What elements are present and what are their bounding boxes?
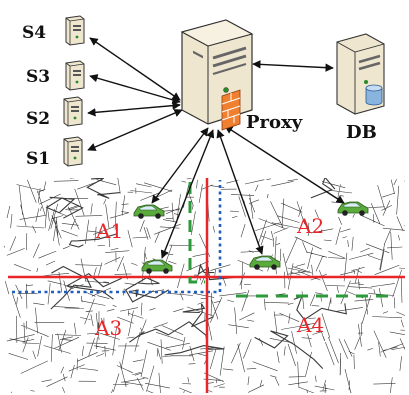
car-icon (141, 259, 173, 274)
area-labels: A1 A2 A3 A4 (94, 214, 324, 340)
area-label-a4: A4 (296, 313, 324, 337)
server-icon (63, 96, 83, 127)
vehicles (133, 201, 369, 274)
car-icon (337, 201, 369, 216)
car-1 (133, 204, 165, 219)
area-label-a2: A2 (296, 214, 324, 238)
server-label-s1: S1 (26, 149, 50, 169)
car-3 (249, 255, 281, 270)
server-icon (63, 136, 83, 167)
server-connections (87, 37, 334, 151)
road-map (4, 178, 405, 393)
firewall-icon (221, 89, 241, 131)
arrow-proxy-db (252, 60, 334, 72)
server-s1 (63, 136, 83, 167)
car-icon (133, 204, 165, 219)
proxy-label: Proxy (246, 112, 303, 133)
blue-dotted-partition-a (12, 180, 222, 294)
server-icon (65, 60, 85, 91)
arrow-proxy-s3 (89, 74, 181, 104)
server-label-s3: S3 (26, 67, 50, 87)
area-label-a3: A3 (94, 316, 122, 340)
car-4 (337, 201, 369, 216)
proxy-server-icon (180, 19, 254, 125)
car-icon (249, 255, 281, 270)
server-group: S4 S3 S2 (22, 15, 85, 169)
arrow-proxy-car4 (224, 125, 345, 204)
proxy-server: Proxy (180, 19, 303, 133)
server-icon (65, 15, 85, 46)
server-label-s2: S2 (26, 109, 50, 129)
green-dashed-partition-a (188, 182, 205, 284)
database-server-icon (336, 33, 385, 115)
db-label: DB (346, 122, 377, 143)
area-label-a1: A1 (95, 219, 123, 243)
vehicle-connections (151, 125, 345, 259)
arrow-proxy-s4 (89, 37, 181, 101)
arrow-proxy-car2 (160, 129, 215, 259)
arrow-proxy-s1 (87, 109, 183, 151)
server-s4 (65, 15, 85, 46)
server-label-s4: S4 (22, 23, 46, 43)
database-server: DB (336, 33, 385, 143)
arrow-proxy-s2 (87, 101, 181, 117)
car-2 (141, 259, 173, 274)
server-s3 (65, 60, 85, 91)
server-s2 (63, 96, 83, 127)
